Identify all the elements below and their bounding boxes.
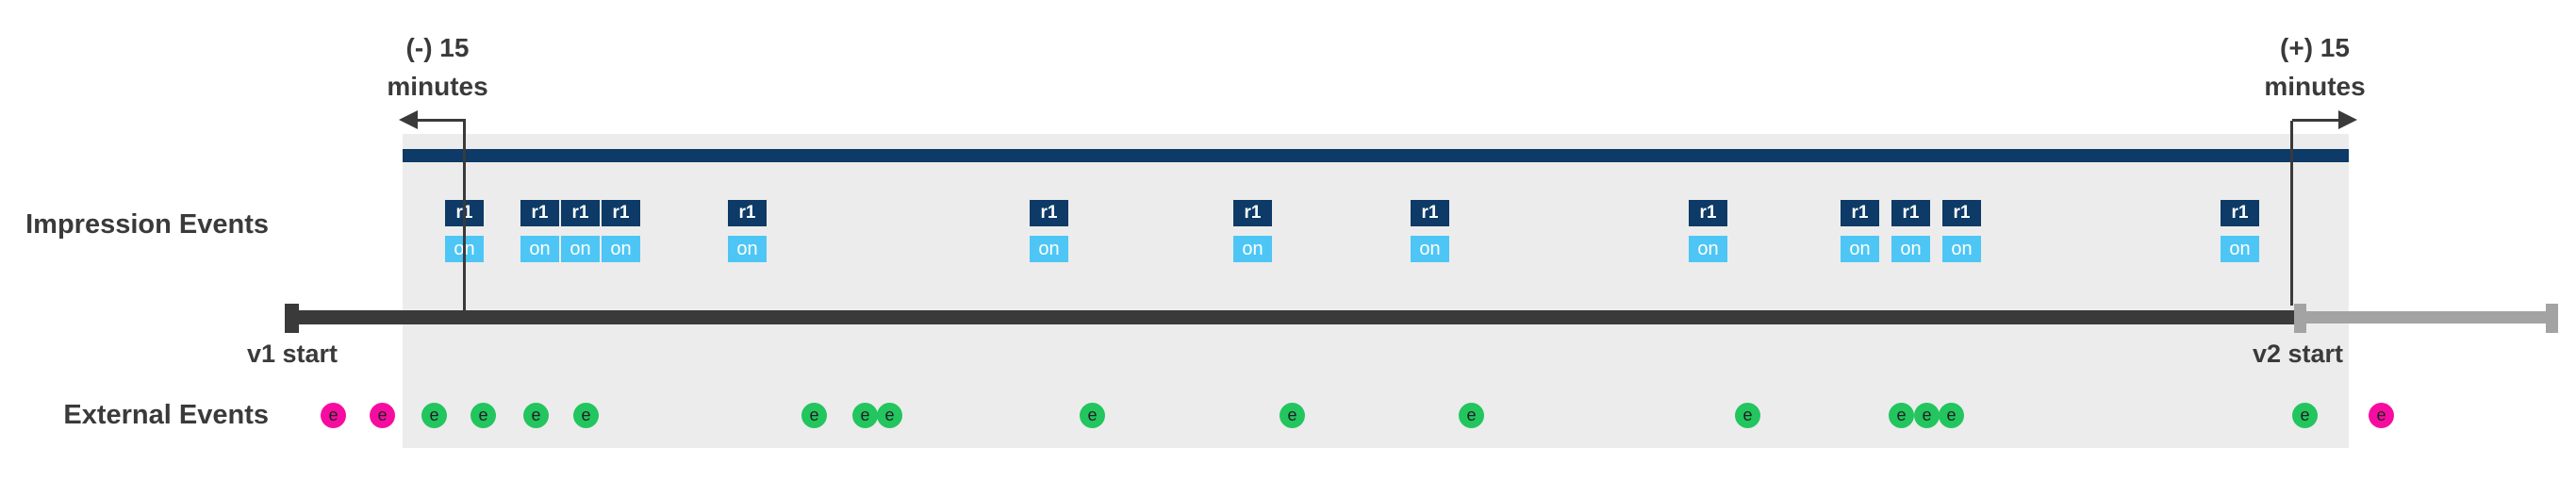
impression-event: r1 on [1891, 200, 1930, 262]
post-window-vertical-line [2290, 121, 2293, 306]
window-band [403, 134, 2349, 448]
v2-start-tick [2294, 304, 2306, 333]
on-badge: on [2221, 236, 2259, 262]
on-badge: on [1891, 236, 1930, 262]
r1-badge: r1 [602, 200, 640, 226]
on-badge: on [602, 236, 640, 262]
impression-event: r1 on [728, 200, 767, 262]
post-window-line2: minutes [2264, 72, 2366, 101]
external-event-dot-green: e [852, 403, 878, 428]
on-badge: on [1841, 236, 1879, 262]
pre-window-line2: minutes [387, 72, 488, 101]
on-badge: on [1689, 236, 1727, 262]
pre-window-vertical-line [463, 121, 466, 316]
r1-badge: r1 [2221, 200, 2259, 226]
r1-badge: r1 [1942, 200, 1981, 226]
external-event-dot-green: e [801, 403, 827, 428]
impression-event: r1 on [1689, 200, 1727, 262]
impression-event: r1 on [2221, 200, 2259, 262]
on-badge: on [728, 236, 767, 262]
post-window-horizontal-line [2292, 119, 2340, 122]
impression-event: r1 on [1942, 200, 1981, 262]
post-window-line1: (+) 15 [2280, 33, 2350, 62]
impression-event: r1 on [1233, 200, 1272, 262]
post-window-label: (+) 15 minutes [2202, 28, 2428, 106]
impression-event: r1 on [561, 200, 600, 262]
v1-start-tick [285, 304, 299, 333]
external-event-dot-green: e [1889, 403, 1914, 428]
external-event-dot-green: e [573, 403, 599, 428]
impression-events-label: Impression Events [25, 209, 269, 240]
arrow-right-icon [2338, 110, 2357, 129]
external-event-dot-green: e [877, 403, 902, 428]
timeline-end-tick [2546, 304, 2558, 333]
v1-start-label: v1 start [246, 340, 339, 368]
on-badge: on [561, 236, 600, 262]
pre-window-horizontal-line [416, 119, 466, 122]
external-event-dot-green: e [2292, 403, 2318, 428]
external-event-dot-magenta: e [321, 403, 346, 428]
r1-badge: r1 [561, 200, 600, 226]
timeline-v2-segment [2306, 311, 2546, 323]
pre-window-label: (-) 15 minutes [324, 28, 551, 106]
external-event-dot-green: e [1914, 403, 1940, 428]
r1-badge: r1 [728, 200, 767, 226]
impression-event: r1 on [1841, 200, 1879, 262]
external-event-dot-green: e [1280, 403, 1305, 428]
on-badge: on [1233, 236, 1272, 262]
timeline-v1-segment [285, 310, 2294, 324]
external-event-dot-magenta: e [2369, 403, 2394, 428]
on-badge: on [1030, 236, 1068, 262]
external-event-dot-green: e [471, 403, 496, 428]
impression-event: r1 on [602, 200, 640, 262]
pre-window-line1: (-) 15 [405, 33, 470, 62]
r1-badge: r1 [1891, 200, 1930, 226]
on-badge: on [520, 236, 559, 262]
r1-badge: r1 [1411, 200, 1449, 226]
r1-badge: r1 [1841, 200, 1879, 226]
external-event-dot-green: e [1459, 403, 1484, 428]
impression-event: r1 on [1030, 200, 1068, 262]
external-event-dot-green: e [421, 403, 447, 428]
external-event-dot-magenta: e [370, 403, 395, 428]
external-event-dot-green: e [1939, 403, 1964, 428]
campaign-bar [403, 149, 2349, 162]
arrow-left-icon [399, 110, 418, 129]
impression-event: r1 on [520, 200, 559, 262]
v2-start-label: v2 start [2252, 340, 2344, 368]
r1-badge: r1 [1233, 200, 1272, 226]
on-badge: on [1411, 236, 1449, 262]
r1-badge: r1 [520, 200, 559, 226]
external-event-dot-green: e [1080, 403, 1105, 428]
r1-badge: r1 [1030, 200, 1068, 226]
on-badge: on [1942, 236, 1981, 262]
external-event-dot-green: e [523, 403, 549, 428]
external-event-dot-green: e [1735, 403, 1760, 428]
r1-badge: r1 [1689, 200, 1727, 226]
impression-event: r1 on [1411, 200, 1449, 262]
external-events-label: External Events [63, 400, 269, 430]
